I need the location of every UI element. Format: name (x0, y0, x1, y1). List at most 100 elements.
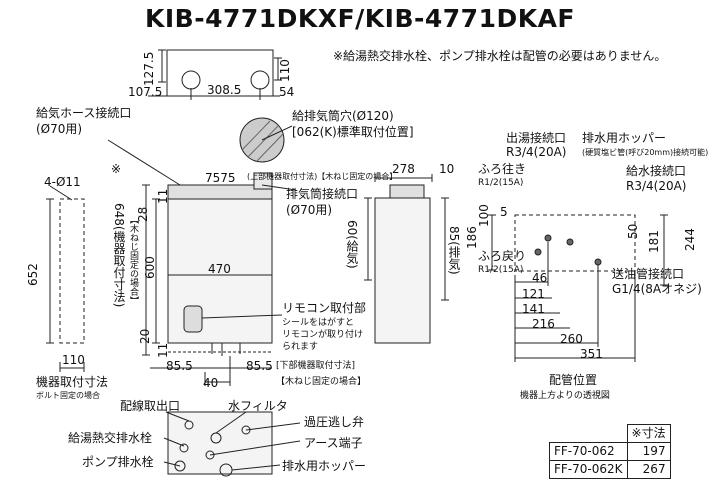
pipe-view-outline (514, 214, 636, 272)
dim-5: 5 (500, 205, 508, 219)
dim-20: 20 (138, 328, 152, 344)
dim-216: 216 (532, 317, 555, 331)
hole-4-d11: 4-Ø11 (44, 175, 81, 189)
pump-drain-label: ポンプ排水栓 (82, 455, 154, 469)
spec-table-header: ※寸法 (626, 424, 671, 443)
bath-ret-size: R1/2(15A) (478, 265, 524, 275)
pipe-water-in (566, 238, 574, 246)
water-port-size: R3/4(20A) (626, 179, 687, 193)
hose-port-size: (Ø70用) (36, 122, 83, 136)
bolt-note: ボルト固定の場合 (36, 391, 100, 400)
pipe-pos-note: 機器上方よりの透視図 (520, 391, 610, 401)
exhaust-hole-std: [062(K)標準取付位置] (292, 125, 414, 139)
dim-278: 278 (392, 162, 415, 176)
dim-110-top: 110 (278, 59, 292, 82)
dim-141: 141 (522, 302, 545, 316)
mount-plate-strip (59, 198, 85, 344)
spec-model-1: FF-70-062 (549, 442, 628, 461)
feed-port-size: G1/4(8Aオネジ) (612, 282, 702, 296)
wood-screw-lower: 【木ねじ固定の場合】 (276, 377, 367, 387)
dim-127-5: 127.5 (142, 51, 156, 86)
water-port-label: 給水接続口 (626, 164, 687, 178)
wood-screw-vertical: 【木ねじ固定の場合】 (128, 215, 138, 305)
dim-60-intake: 60(給気) (345, 220, 359, 269)
mount-dim-label: 機器取付寸法 (36, 375, 109, 389)
exhaust-hole-label: 給排気筒穴(Ø120) (292, 109, 394, 123)
hx-drain-label: 給湯熱交排水栓 (68, 431, 153, 445)
top-view-port-left (181, 70, 201, 90)
dim-11-top: 11 (156, 188, 170, 204)
dim-54: 54 (279, 85, 295, 99)
bath-out-size: R1/2(15A) (478, 178, 524, 188)
pipe-bath-out (544, 234, 552, 242)
asterisk-mark: ※ (111, 162, 122, 176)
dim-85-exhaust: 85(排気) (447, 226, 461, 275)
spec-value-2: 267 (626, 460, 671, 479)
drain-hopper-bottom-label: 排水用ホッパー (282, 459, 367, 473)
exhaust-port-size: (Ø70用) (286, 203, 333, 217)
dim-652: 652 (26, 263, 40, 286)
bottom-earth (205, 450, 215, 460)
dim-121: 121 (522, 287, 545, 301)
top-note: ※給湯熱交排水栓、ポンプ排水栓は配管の必要はありません。 (333, 49, 667, 63)
spec-header-blank (550, 425, 628, 443)
bath-ret-label: ふろ戻り (478, 249, 527, 263)
remote-note-2: リモコンが取り付け (282, 330, 364, 340)
wiring-port-label: 配線取出口 (120, 399, 181, 413)
spec-table: ※寸法 FF-70-062 197 FF-70-062K 267 (549, 424, 671, 479)
pipe-pos-label: 配管位置 (549, 373, 598, 387)
table-row: FF-70-062 197 (549, 442, 671, 461)
front-view-top-cap (167, 184, 273, 200)
dim-28: 28 (136, 206, 150, 222)
dim-308-5: 308.5 (207, 83, 242, 97)
earth-label: アース端子 (304, 436, 363, 450)
hose-port-label: 給気ホース接続口 (36, 106, 132, 120)
lower-mount-label: [下部機器取付寸法] (276, 361, 356, 371)
dim-40: 40 (203, 376, 219, 390)
drain-hopper-label: 排水用ホッパー (582, 131, 667, 145)
feed-port-label: 送油管接続口 (612, 267, 685, 281)
spec-table-header-row: ※寸法 (550, 424, 671, 443)
dim-85-5-left: 85.5 (166, 359, 193, 373)
remote-note-3: られます (282, 342, 319, 352)
out-port-label: 出湯接続口 (506, 131, 567, 145)
relief-valve-label: 過圧逃し弁 (304, 415, 365, 429)
out-port-size: R3/4(20A) (506, 145, 567, 159)
table-row: FF-70-062K 267 (549, 460, 671, 479)
dim-600: 600 (143, 256, 157, 279)
remote-note-1: シールをはがすと (282, 318, 355, 328)
bottom-view-outline (167, 411, 273, 475)
exhaust-port-label: 排気筒接続口 (286, 187, 359, 201)
bottom-hx-drain (179, 443, 189, 453)
dim-107-5: 107.5 (128, 85, 163, 99)
dim-470: 470 (208, 262, 231, 276)
front-view-remote-window (183, 305, 203, 333)
side-view-top-cap (389, 184, 425, 199)
spec-value-1: 197 (626, 442, 671, 461)
pipe-feed (594, 258, 602, 266)
spec-model-2: FF-70-062K (549, 460, 628, 479)
dim-7575: 7575 (205, 171, 236, 185)
dim-50: 50 (626, 223, 640, 239)
diagram-title: KIB-4771DKXF/KIB-4771DKAF (144, 4, 576, 33)
dim-85-5-right: 85.5 (246, 359, 273, 373)
side-view-outline (374, 197, 431, 344)
pipe-bath-ret (534, 248, 542, 256)
dim-46: 46 (532, 271, 548, 285)
dim-100: 100 (477, 204, 491, 227)
dim-110-bottom: 110 (62, 353, 85, 367)
dim-181: 181 (647, 230, 661, 253)
dim-351: 351 (580, 347, 603, 361)
drain-hopper-note: (硬質塩ビ管(呼び20mm)接続可能) (582, 148, 709, 157)
dim-244: 244 (683, 228, 697, 251)
water-filter-label: 水フィルタ (228, 399, 288, 413)
bottom-relief-valve (241, 425, 251, 435)
top-view-port-right (250, 70, 270, 90)
dim-11-bottom: 11 (156, 342, 170, 358)
dim-10: 10 (439, 162, 455, 176)
bottom-pump-drain (174, 460, 186, 472)
remote-mount-label: リモコン取付部 (282, 301, 367, 315)
bath-out-label: ふろ往き (478, 162, 527, 176)
dim-648: 648(機器取付寸法) (112, 203, 126, 308)
